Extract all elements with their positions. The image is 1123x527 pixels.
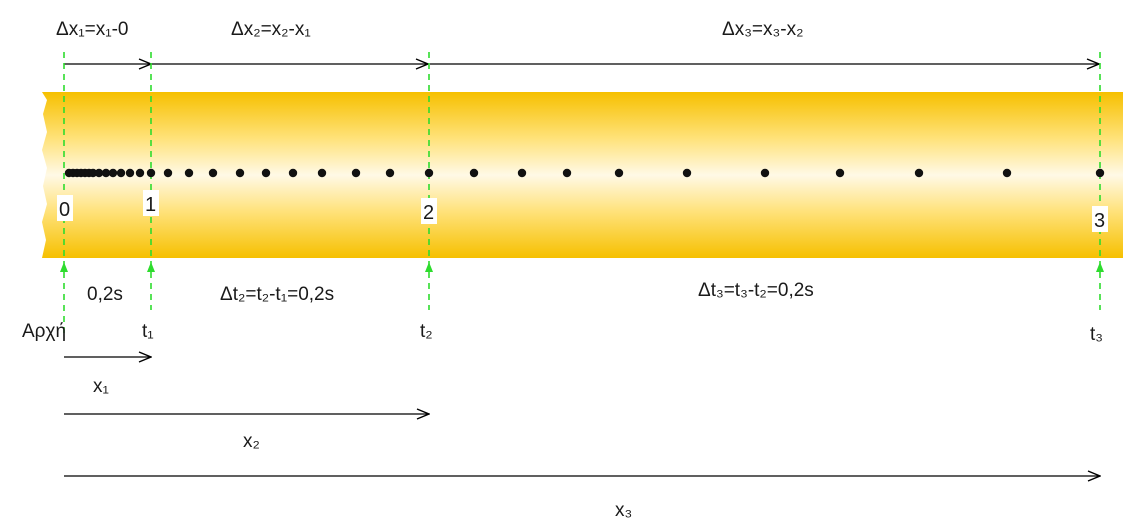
dx3-label: Δx₃=x₃-x₂: [722, 19, 803, 40]
t3-label: t₃: [1090, 324, 1103, 345]
marker-arrowhead-2: [425, 262, 433, 272]
t1-label: t₁: [142, 321, 154, 342]
tape-dot-20: [317, 168, 327, 178]
tape-dot-7: [94, 168, 104, 178]
dx1-label: Δx₁=x₁-0: [56, 19, 129, 40]
tape-dot-26: [562, 168, 572, 178]
tape-dots: [64, 168, 1105, 178]
tape-dot-8: [101, 168, 111, 178]
tape-dot-13: [146, 168, 156, 178]
tape-dot-24: [469, 168, 479, 178]
x2-label: x₂: [243, 431, 260, 452]
tape-dot-19: [288, 168, 298, 178]
tape-dot-27: [614, 168, 624, 178]
tape-dot-23: [424, 168, 434, 178]
tape-dot-29: [760, 168, 770, 178]
x1-label: x₁: [93, 376, 109, 397]
tape-dot-18: [261, 168, 271, 178]
tape-dot-16: [208, 168, 218, 178]
tape-dot-22: [385, 168, 395, 178]
marker-arrowheads: [60, 262, 1104, 272]
dt3-label: Δt₃=t₃-t₂=0,2s: [698, 280, 814, 301]
point-0-box: [57, 195, 73, 221]
dt2-label: Δt₂=t₂-t₁=0,2s: [220, 284, 334, 305]
tape-dot-14: [163, 168, 173, 178]
dt1-label: 0,2s: [87, 284, 123, 305]
point-1-label: 1: [145, 194, 156, 216]
point-3-box: [1092, 206, 1108, 232]
marker-arrowhead-0: [60, 262, 68, 272]
tape-dot-17: [235, 168, 245, 178]
point-3-label: 3: [1094, 210, 1105, 232]
point-0-label: 0: [59, 199, 70, 221]
tape-dot-33: [1095, 168, 1105, 178]
marker-arrowhead-3: [1096, 262, 1104, 272]
tape-dot-11: [125, 168, 135, 178]
tape-dot-31: [914, 168, 924, 178]
tape-dot-30: [835, 168, 845, 178]
dx2-label: Δx₂=x₂-x₁: [231, 19, 311, 40]
marker-arrowhead-1: [147, 262, 155, 272]
tape-dot-25: [517, 168, 527, 178]
point-2-label: 2: [423, 202, 434, 224]
tape-dot-10: [116, 168, 126, 178]
tape-dot-6: [88, 168, 98, 178]
point-2-box: [421, 198, 437, 224]
ticker-tape: [42, 92, 1123, 258]
tape-dot-21: [351, 168, 361, 178]
point-1-box: [143, 190, 159, 216]
t2-label: t₂: [420, 321, 433, 342]
start-label: Αρχή: [22, 321, 66, 342]
tape-dot-28: [682, 168, 692, 178]
tape-dot-9: [108, 168, 118, 178]
tape-dot-15: [184, 168, 194, 178]
tape-dot-32: [1002, 168, 1012, 178]
tape-dot-12: [135, 168, 145, 178]
x3-label: x₃: [615, 500, 632, 521]
